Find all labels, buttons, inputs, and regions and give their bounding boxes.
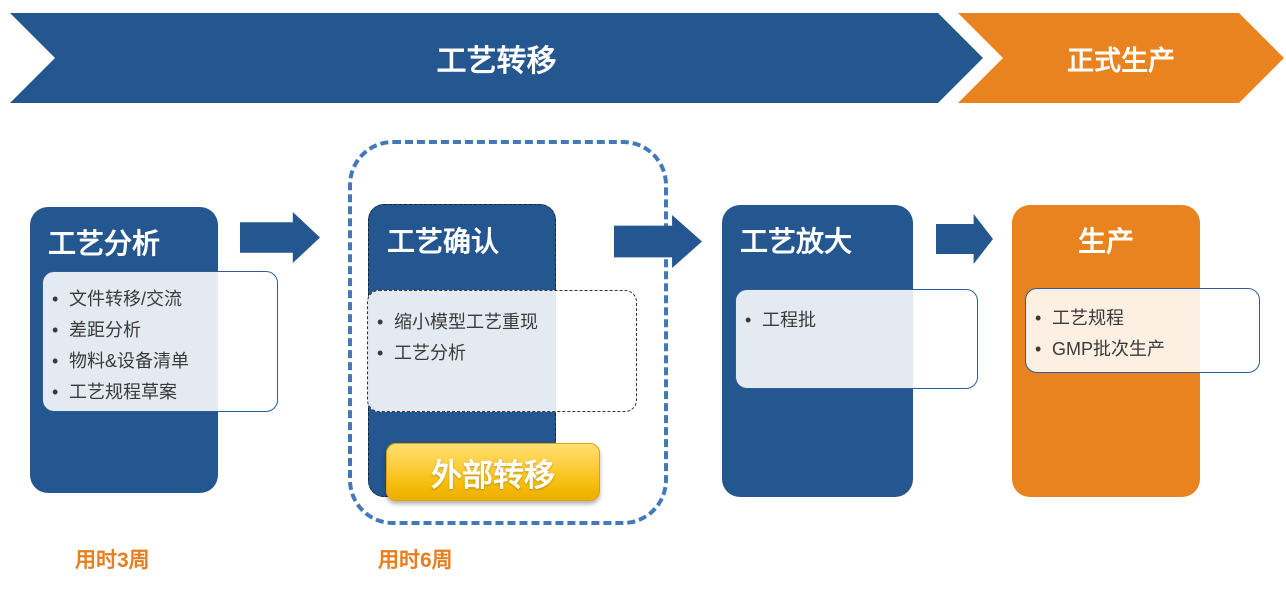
stage-process-scaleup-title: 工艺放大	[740, 226, 853, 257]
banner-process-transfer: 工艺转移	[10, 13, 983, 103]
stage-process-analysis-title: 工艺分析	[48, 228, 161, 259]
flow-arrow-3-icon	[936, 214, 993, 264]
banner-process-transfer-label: 工艺转移	[436, 45, 557, 78]
stage-process-confirmation-list: 缩小模型工艺重现 工艺分析	[368, 307, 636, 369]
banner-official-production: 正式生产	[958, 13, 1284, 103]
list-item: 缩小模型工艺重现	[368, 307, 636, 338]
list-item: 物料&设备清单	[43, 346, 277, 377]
stage-production-list: 工艺规程 GMP批次生产	[1026, 303, 1259, 365]
duration-label-6-weeks: 用时6周	[378, 549, 453, 572]
stage-process-confirmation-card: 缩小模型工艺重现 工艺分析	[367, 290, 637, 412]
list-item: 工程批	[736, 305, 977, 336]
banner-official-production-label: 正式生产	[1067, 45, 1175, 76]
stage-production-title: 生产	[1077, 226, 1134, 257]
stage-production-card: 工艺规程 GMP批次生产	[1025, 288, 1260, 373]
list-item: 工艺规程	[1026, 303, 1259, 334]
stage-process-scaleup-card: 工程批	[735, 289, 978, 389]
duration-label-3-weeks: 用时3周	[75, 549, 150, 572]
list-item: 工艺分析	[368, 338, 636, 369]
list-item: 差距分析	[43, 315, 277, 346]
external-transfer-badge: 外部转移	[386, 443, 600, 501]
stage-process-analysis-card: 文件转移/交流 差距分析 物料&设备清单 工艺规程草案	[42, 271, 278, 412]
stage-process-confirmation-title: 工艺确认	[387, 226, 500, 257]
list-item: GMP批次生产	[1026, 334, 1259, 365]
stage-process-analysis-list: 文件转移/交流 差距分析 物料&设备清单 工艺规程草案	[43, 284, 277, 408]
flow-arrow-1-icon	[240, 212, 320, 263]
external-transfer-frame	[348, 140, 668, 525]
stage-process-scaleup-list: 工程批	[736, 305, 977, 336]
list-item: 文件转移/交流	[43, 284, 277, 315]
list-item: 工艺规程草案	[43, 377, 277, 408]
